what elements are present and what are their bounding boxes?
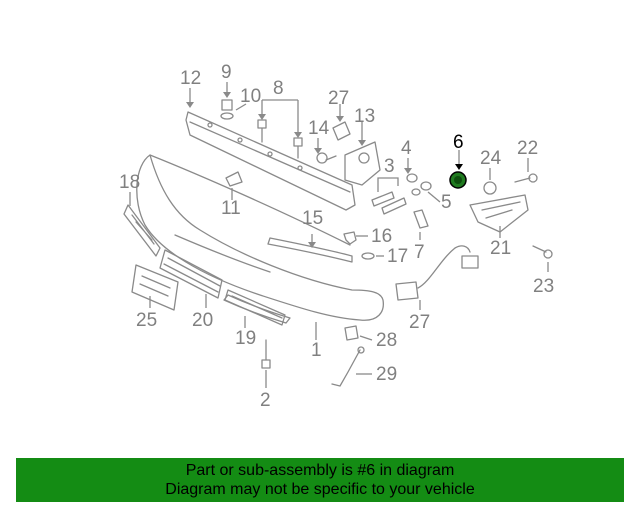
- callout-15: 15: [302, 208, 323, 229]
- part-24-cap: [483, 181, 497, 195]
- banner-line-1: Part or sub-assembly is #6 in diagram: [185, 462, 455, 479]
- part-12-reinforcement-beam: [185, 111, 356, 211]
- callout-10: 10: [240, 86, 261, 107]
- part-23-screw: [532, 245, 553, 259]
- part-27-harness: [395, 245, 479, 301]
- part-17-washer: [361, 252, 375, 260]
- callout-24: 24: [480, 148, 502, 169]
- callout-2: 2: [260, 390, 271, 411]
- part-2-bolt: [261, 339, 271, 369]
- callout-7: 7: [414, 242, 425, 263]
- callout-29: 29: [376, 364, 397, 385]
- parts-diagram: 12 9 10 8 27 13 14 4 3 5 6 24 22 18 11 1…: [119, 62, 554, 411]
- callout-labels: 12 9 10 8 27 13 14 4 3 5 6 24 22 18 11 1…: [119, 62, 554, 411]
- leader-lines: [129, 82, 549, 388]
- callout-9: 9: [221, 62, 232, 83]
- part-11-clip: [225, 171, 243, 187]
- callout-20: 20: [192, 310, 213, 331]
- callout-27: 27: [409, 312, 430, 333]
- banner-line-2: Diagram may not be specific to your vehi…: [165, 481, 475, 498]
- callout-28: 28: [376, 330, 397, 351]
- callout-6-highlighted: 6: [453, 132, 464, 153]
- callout-18: 18: [119, 172, 140, 193]
- part-25-license-bracket: [131, 264, 179, 311]
- part-15-trim-strip: [267, 237, 353, 263]
- part-13-bracket: [344, 141, 381, 186]
- callout-25: 25: [136, 310, 157, 331]
- part-21-side-bracket: [469, 194, 529, 233]
- part-14-bolt: [316, 152, 337, 164]
- info-banner: Part or sub-assembly is #6 in diagram Di…: [16, 458, 624, 502]
- part-19-lower-center-grille: [224, 289, 286, 326]
- callout-14: 14: [308, 118, 330, 139]
- callout-21: 21: [490, 238, 511, 259]
- callout-13: 13: [354, 106, 375, 127]
- callout-11: 11: [221, 198, 241, 219]
- callout-4: 4: [401, 138, 412, 159]
- callout-23: 23: [533, 276, 554, 297]
- part-6-grommet: [449, 171, 467, 189]
- part-26-clip: [332, 121, 351, 141]
- callout-26: 27: [328, 88, 349, 109]
- callout-22: 22: [517, 138, 538, 159]
- callout-12: 12: [180, 68, 201, 89]
- callout-16: 16: [371, 226, 392, 247]
- part-22-screw: [514, 173, 538, 183]
- callout-8: 8: [273, 78, 284, 99]
- callout-19: 19: [235, 328, 256, 349]
- part-16-fastener: [343, 231, 357, 245]
- part-9-10-nut: [220, 99, 234, 120]
- part-18-side-grille: [123, 204, 161, 257]
- part-3-4-5-hardware: [371, 173, 432, 215]
- part-28-clip: [344, 325, 359, 341]
- part-7-spacer: [413, 209, 429, 229]
- callout-1: 1: [311, 340, 322, 361]
- part-29-bracket: [331, 346, 365, 387]
- part-8-bolts: [257, 119, 303, 159]
- part-20-lower-grille: [159, 249, 223, 299]
- callout-3: 3: [384, 156, 395, 177]
- callout-17: 17: [387, 246, 408, 267]
- callout-5: 5: [441, 192, 452, 213]
